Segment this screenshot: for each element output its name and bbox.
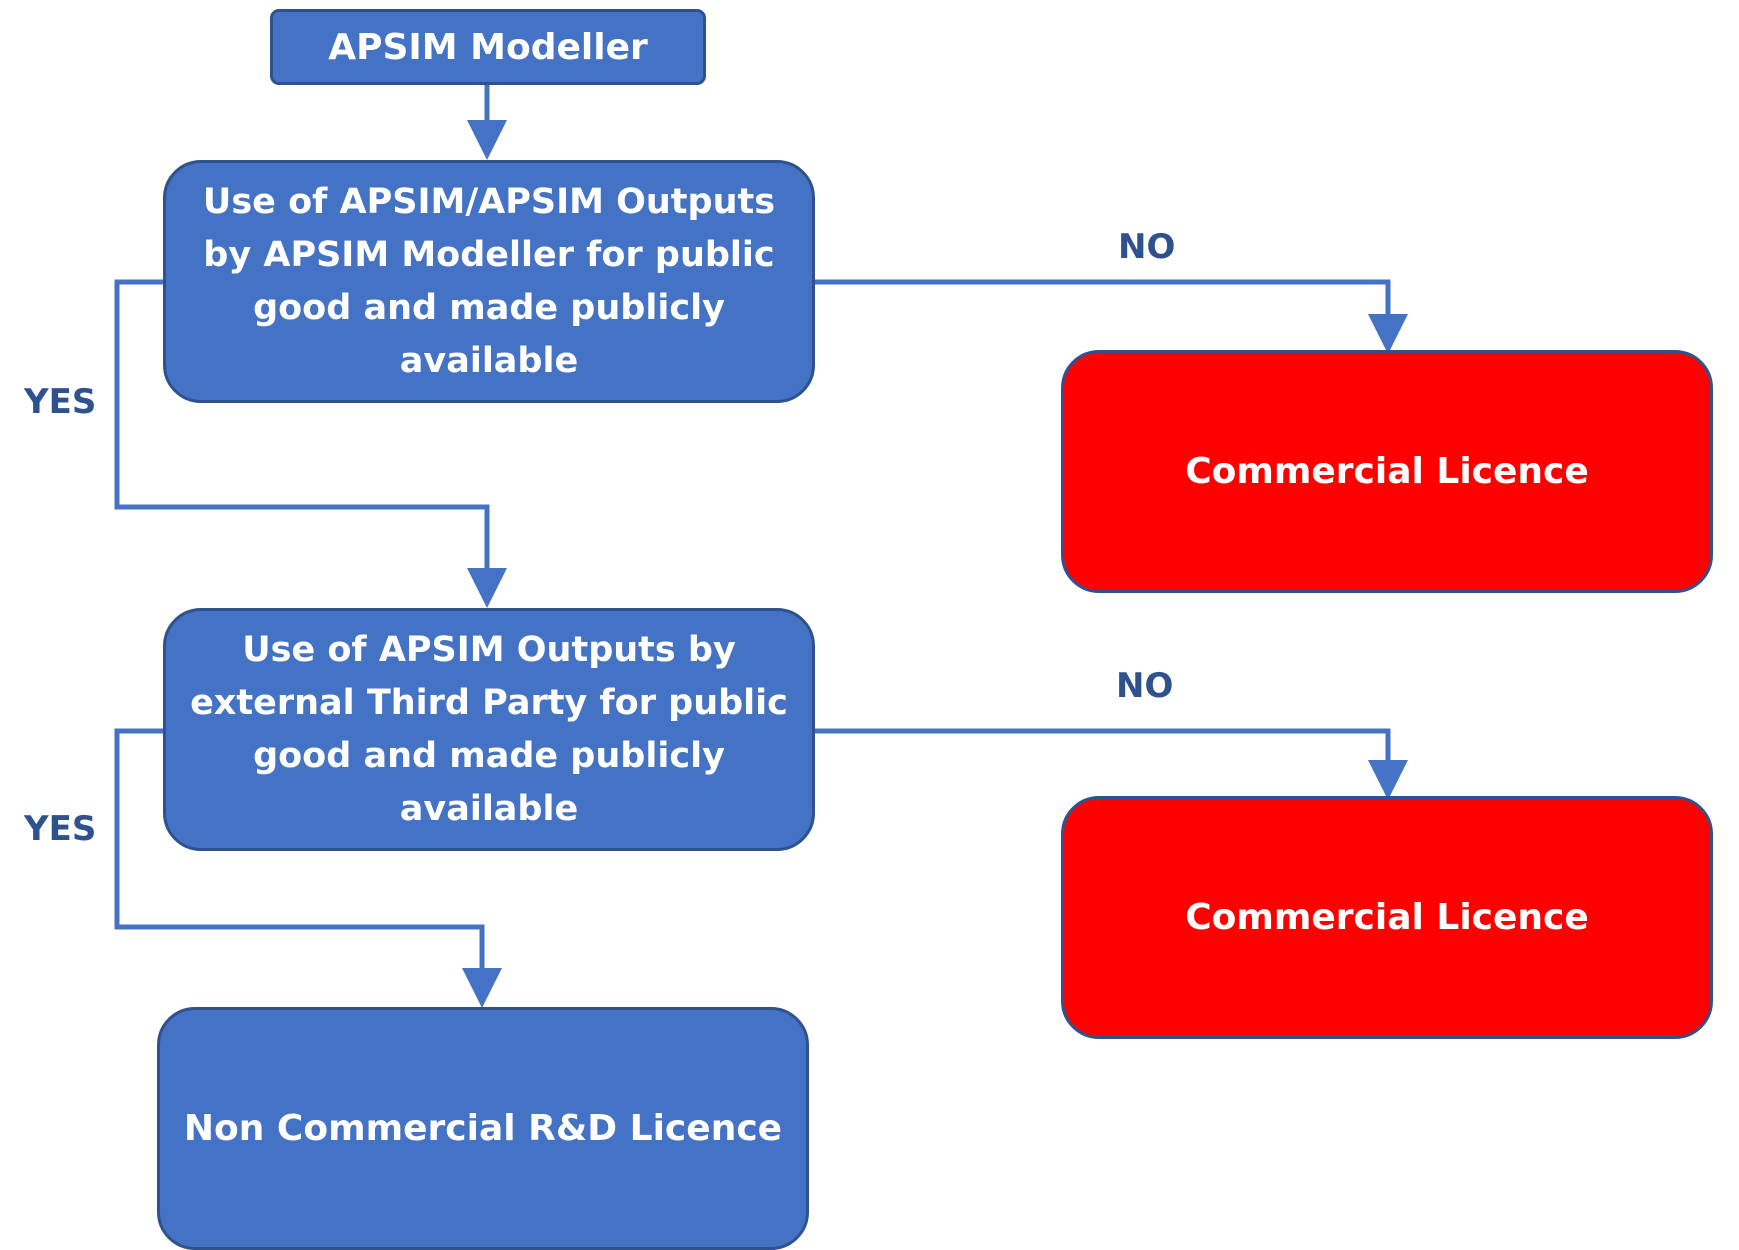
modeller-node: APSIM Modeller [270, 9, 706, 85]
question-modeller-node: Use of APSIM/APSIM Outputs by APSIM Mode… [163, 160, 815, 403]
commercial-licence-label-2: Commercial Licence [1185, 897, 1589, 938]
commercial-licence-node-2: Commercial Licence [1061, 796, 1713, 1039]
edge-label-yes-1: YES [24, 382, 97, 422]
question-modeller-label: Use of APSIM/APSIM Outputs by APSIM Mode… [202, 181, 776, 381]
non-commercial-licence-label: Non Commercial R&D Licence [183, 1108, 783, 1149]
modeller-node-label: APSIM Modeller [328, 26, 648, 68]
edge-label-no-1: NO [1118, 227, 1176, 267]
question-third-party-label: Use of APSIM Outputs by external Third P… [190, 629, 788, 829]
edge-label-no-2: NO [1116, 666, 1174, 706]
commercial-licence-node-1: Commercial Licence [1061, 350, 1713, 593]
arrow-question-1-no [815, 279, 1408, 354]
question-third-party-node: Use of APSIM Outputs by external Third P… [163, 608, 815, 851]
arrow-question-2-yes [114, 728, 502, 1008]
commercial-licence-label-1: Commercial Licence [1185, 451, 1589, 492]
arrow-question-1-yes [114, 279, 507, 608]
non-commercial-licence-node: Non Commercial R&D Licence [157, 1007, 809, 1250]
edge-label-yes-2: YES [24, 809, 97, 849]
arrow-question-2-no [815, 728, 1408, 800]
